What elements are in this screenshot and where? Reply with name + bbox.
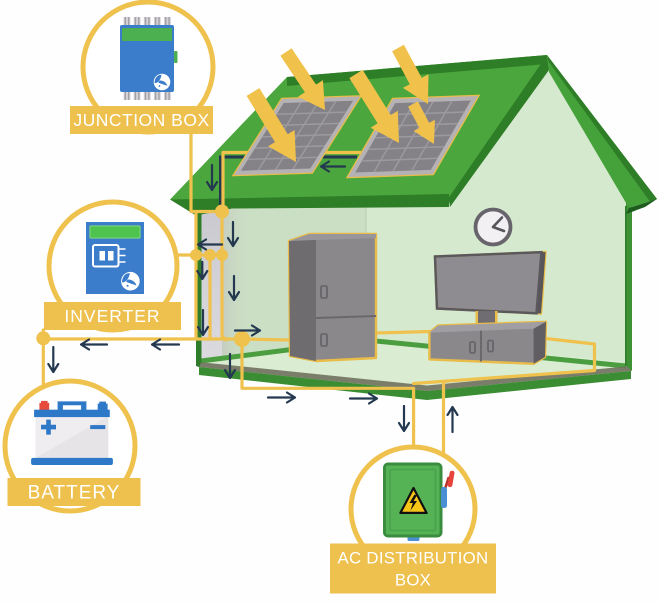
svg-text:INVERTER: INVERTER [64,306,160,326]
svg-text:JUNCTION BOX: JUNCTION BOX [73,110,209,130]
svg-text:AC DISTRIBUTION: AC DISTRIBUTION [338,549,489,568]
svg-text:BATTERY: BATTERY [28,483,121,504]
svg-text:BOX: BOX [395,570,431,589]
